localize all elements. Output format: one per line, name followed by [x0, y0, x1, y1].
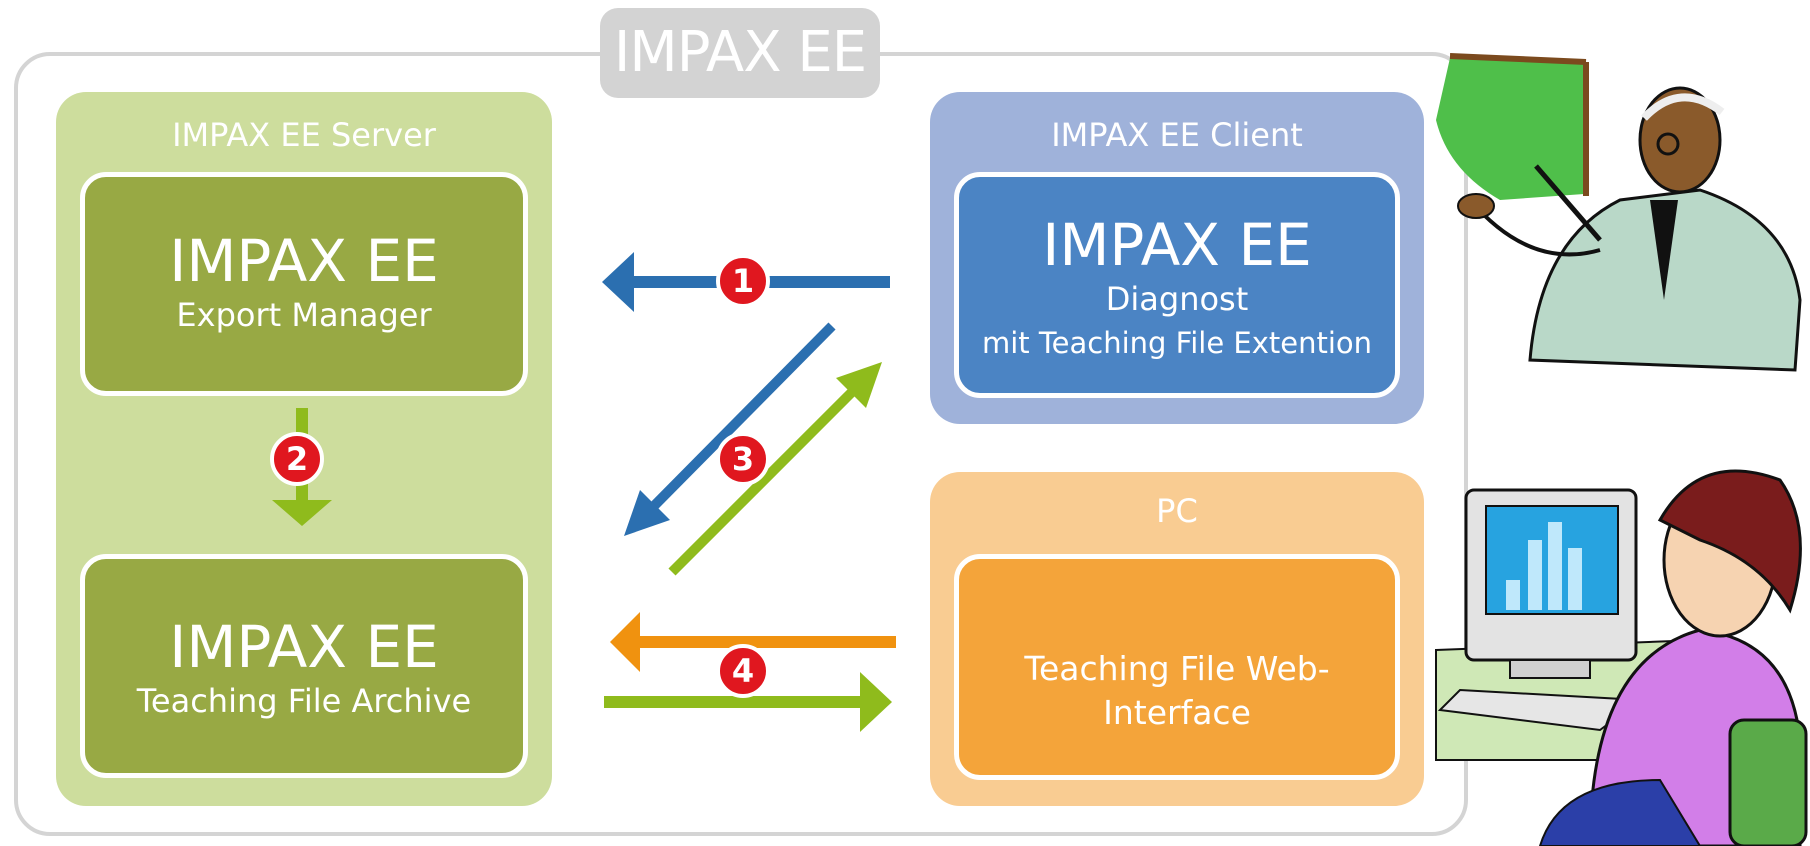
export-manager-title: IMPAX EE: [169, 227, 439, 295]
arrow-step-4-green: [604, 672, 892, 732]
diagram-title: IMPAX EE: [600, 8, 880, 98]
arrow-step-4-orange: [610, 612, 896, 672]
export-manager-box: IMPAX EE Export Manager: [80, 172, 528, 396]
diagnost-line1: Diagnost: [1105, 280, 1249, 318]
woman-at-computer-icon: [1435, 469, 1808, 846]
arrow-step-3-green: [668, 362, 882, 576]
step-2-badge: 2: [270, 432, 324, 486]
export-manager-subtitle: Export Manager: [176, 296, 432, 334]
web-interface-title: Teaching File Web-Interface: [1024, 649, 1330, 732]
diagnost-line2: mit Teaching File Extention: [981, 326, 1373, 360]
teaching-file-archive-title: IMPAX EE: [169, 613, 439, 681]
pc-group-label: PC: [1156, 492, 1198, 530]
server-group-label: IMPAX EE Server: [172, 116, 436, 154]
step-3-badge: 3: [716, 432, 770, 486]
diagnost-box: IMPAX EE Diagnost mit Teaching File Exte…: [954, 172, 1400, 398]
teaching-file-archive-box: IMPAX EE Teaching File Archive: [80, 554, 528, 778]
teaching-file-archive-subtitle: Teaching File Archive: [136, 682, 472, 720]
diagnost-title: IMPAX EE: [1042, 211, 1312, 279]
web-interface-box: Teaching File Web-Interface: [954, 554, 1400, 780]
arrow-step-3-blue: [624, 322, 836, 536]
step-4-badge: 4: [716, 644, 770, 698]
teacher-pointing-at-board-icon: [1436, 53, 1802, 372]
client-group-label: IMPAX EE Client: [1051, 116, 1303, 154]
step-1-badge: 1: [716, 254, 770, 308]
